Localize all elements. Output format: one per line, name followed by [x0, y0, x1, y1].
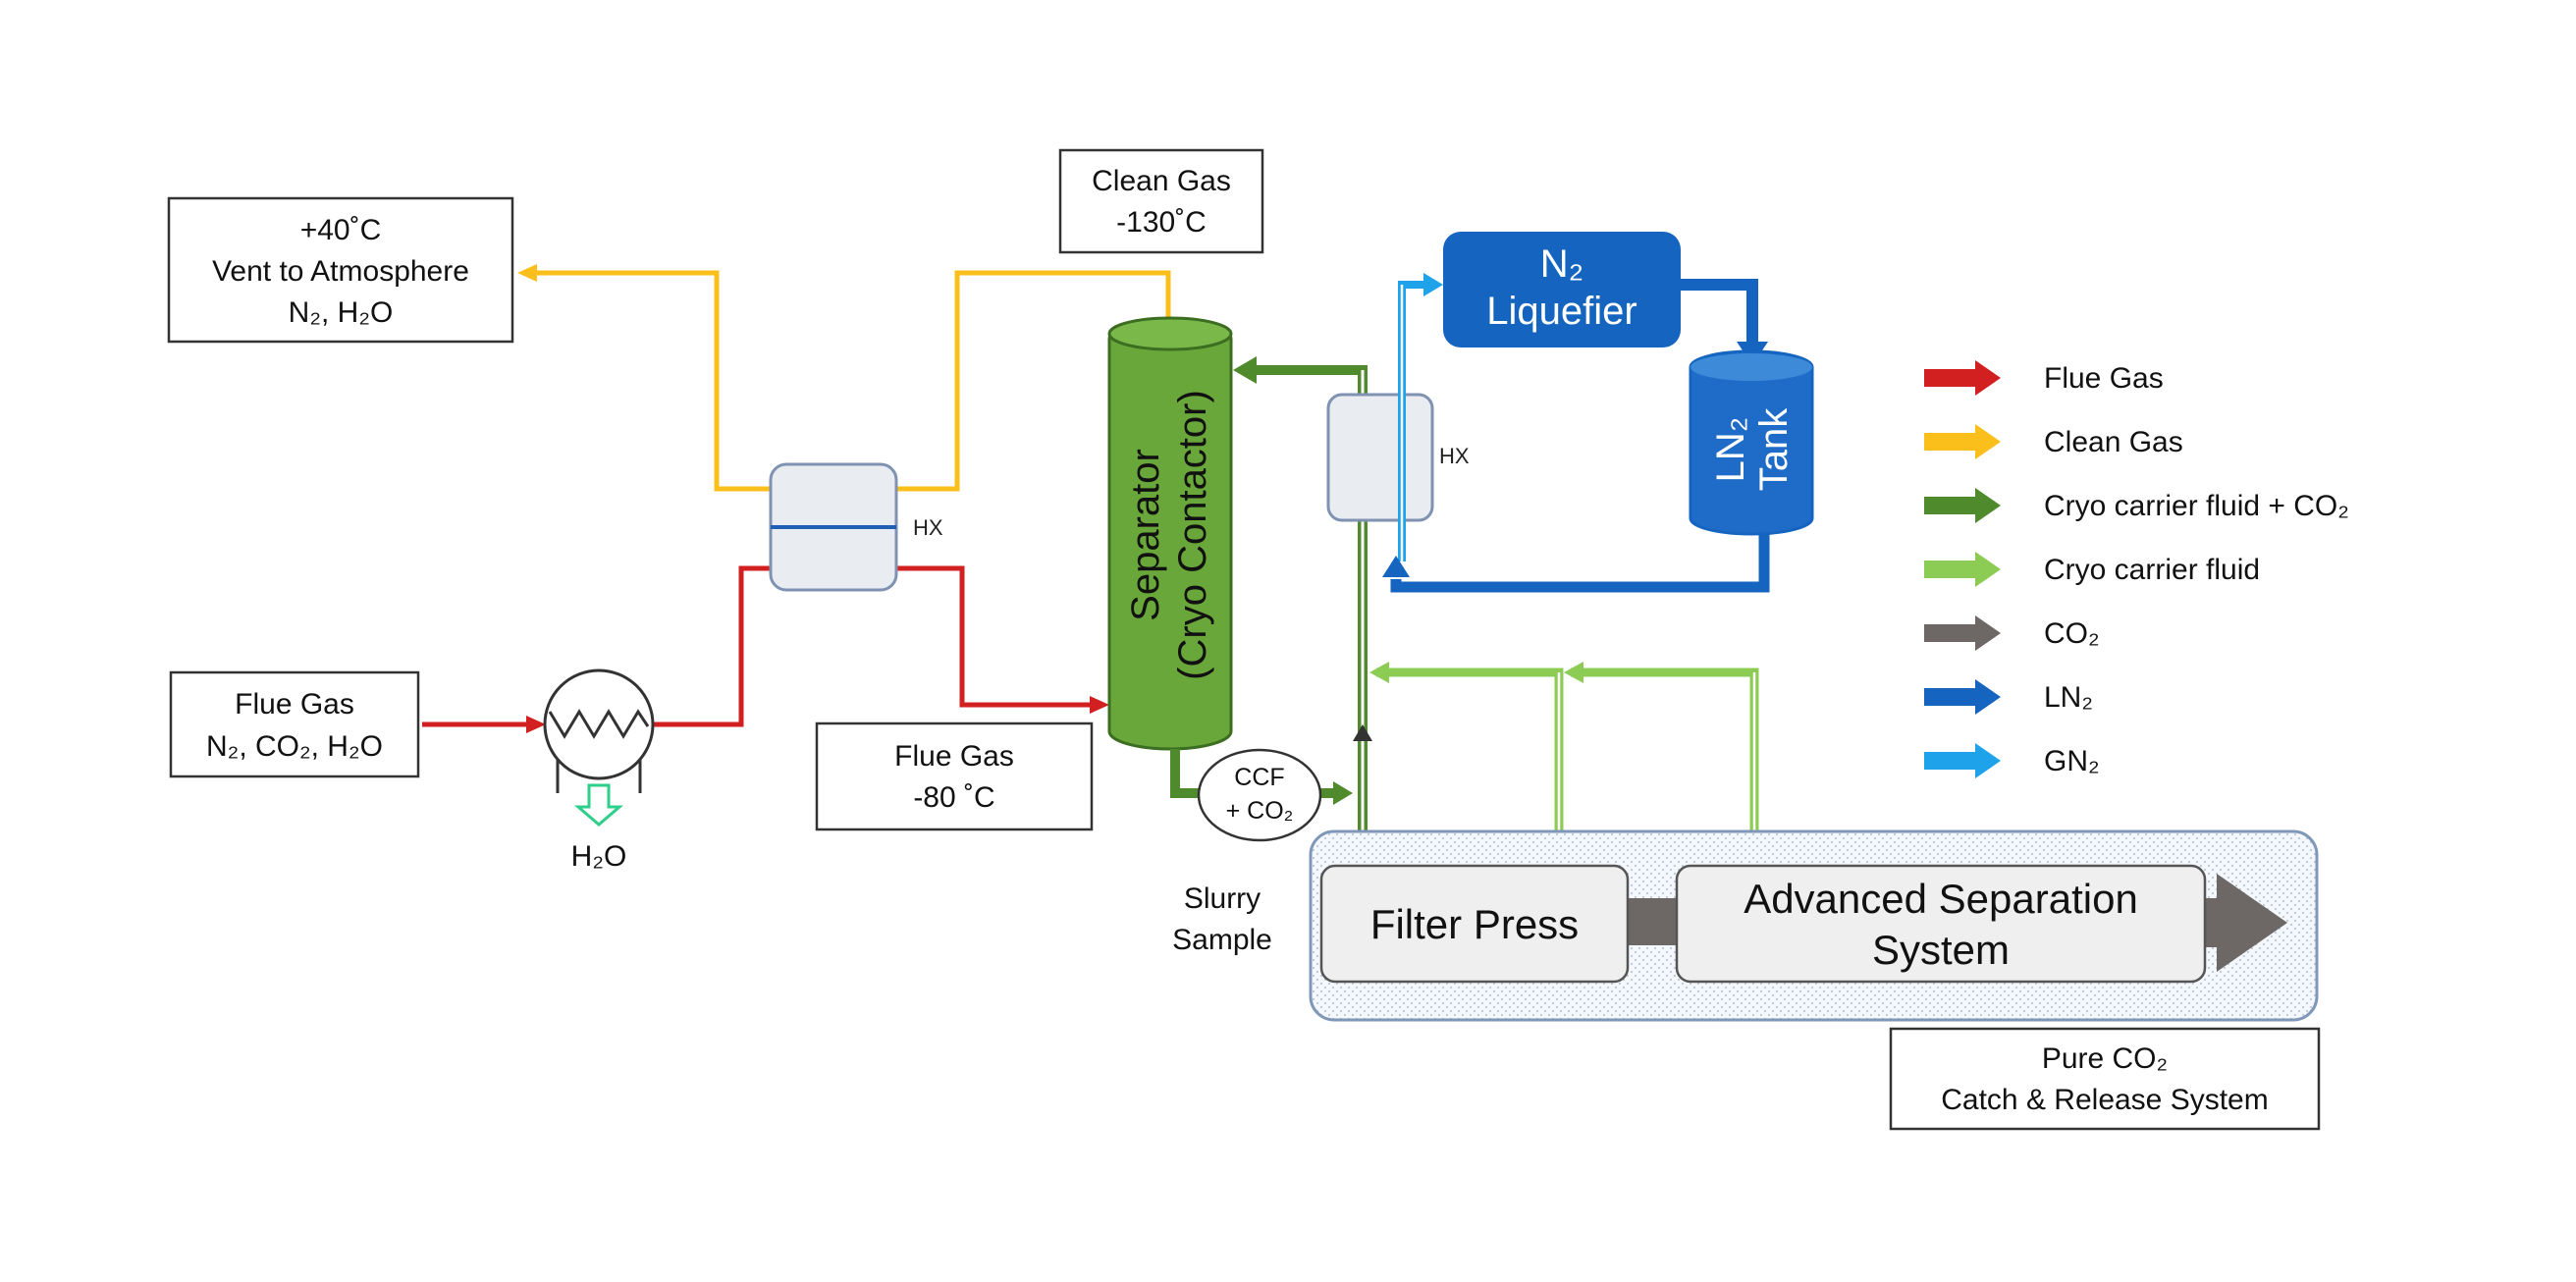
separator-label-line2: (Cryo Contactor)	[1171, 390, 1214, 680]
legend-arrow-1	[1924, 424, 2001, 459]
flue-gas-inlet-line1: Flue Gas	[235, 688, 354, 721]
flue-gas-line-to-separator	[653, 565, 1095, 727]
legend-arrow-3	[1924, 552, 2001, 587]
pure-co2-line2: Catch & Release System	[1941, 1084, 2268, 1116]
legend-label-3: Cryo carrier fluid	[2044, 554, 2260, 586]
adv-sep-line2: System	[1872, 927, 2010, 973]
clean-gas-box	[1058, 148, 1264, 254]
hx-left-label: HX	[913, 515, 943, 540]
separator-label-line1: Separator	[1124, 449, 1167, 621]
tank-label-line2: Tank	[1752, 407, 1796, 491]
adv-sep-line1: Advanced Separation	[1744, 876, 2138, 922]
slurry-arrowhead-up	[1353, 724, 1372, 741]
liquefier-label-line2: Liquefier	[1486, 290, 1637, 333]
ccf-co2-line-separator-bottom	[1170, 749, 1201, 798]
legend-arrow-0	[1924, 360, 2001, 396]
heat-exchanger-right	[1326, 393, 1434, 522]
flue-gas-inlet-line2: N₂, CO₂, H₂O	[206, 730, 383, 763]
slurry-label-line2: Sample	[1172, 924, 1272, 956]
legend-arrow-4	[1924, 615, 2001, 651]
ln2-arrowhead-return	[1382, 556, 1410, 577]
water-out-label: H₂O	[571, 840, 627, 873]
flue-gas-cold-line1: Flue Gas	[894, 740, 1014, 773]
ccf-co2-node	[1197, 748, 1322, 842]
clean-gas-box-line2: -130˚C	[1116, 206, 1207, 239]
condenser	[543, 668, 655, 780]
vent-box-line2: Vent to Atmosphere	[212, 255, 469, 288]
legend-label-5: LN₂	[2044, 681, 2093, 714]
clean-gas-box-line1: Clean Gas	[1092, 165, 1231, 197]
water-out-arrow	[573, 783, 624, 827]
pure-co2-box	[1889, 1027, 2321, 1131]
clean-gas-arrowhead-vent	[517, 264, 537, 282]
filter-press-label: Filter Press	[1370, 901, 1579, 947]
clean-gas-line-to-vent	[535, 270, 1171, 492]
advanced-separation-system	[1675, 864, 2207, 984]
legend-label-4: CO₂	[2044, 617, 2100, 650]
legend-arrow-5	[1924, 679, 2001, 715]
ln2-line-return	[1390, 530, 1770, 593]
legend-label-6: GN₂	[2044, 745, 2100, 777]
liquefier-label-line1: N₂	[1540, 242, 1583, 286]
flue-gas-inlet-box	[169, 670, 420, 778]
gn2-arrowhead-liquefier	[1423, 273, 1443, 296]
legend-label-0: Flue Gas	[2044, 362, 2164, 395]
filter-press	[1319, 864, 1630, 984]
flue-gas-cold-box	[815, 721, 1094, 831]
flue-gas-cold-line2: -80 ˚C	[913, 781, 994, 814]
ccf-co2-arrowhead-right	[1333, 781, 1353, 805]
pure-co2-line1: Pure CO₂	[2042, 1042, 2168, 1075]
ln2-tank	[1689, 349, 1814, 536]
ln2-line-to-tank	[1681, 279, 1758, 346]
legend-arrow-6	[1924, 743, 2001, 778]
n2-liquefier	[1443, 232, 1681, 347]
separator-top	[1107, 316, 1233, 351]
ccf-node-line1: CCF	[1234, 764, 1284, 791]
ccf-co2-arrowhead-separator	[1233, 356, 1257, 384]
co2-connector-filter-to-adv	[1628, 898, 1677, 945]
vent-box	[167, 196, 514, 344]
ccf-arrowhead-1	[1369, 662, 1389, 683]
tank-label-line1: LN₂	[1709, 417, 1752, 483]
hx-right-label: HX	[1439, 444, 1470, 468]
vent-box-line1: +40˚C	[300, 214, 382, 246]
ccf-node-line2: + CO₂	[1226, 797, 1294, 825]
legend-label-2: Cryo carrier fluid + CO₂	[2044, 490, 2349, 522]
ln2-tank-top	[1690, 353, 1812, 381]
legend-label-1: Clean Gas	[2044, 426, 2183, 458]
condenser-coil	[548, 709, 650, 739]
vent-box-line3: N₂, H₂O	[289, 296, 394, 329]
ccf-arrowhead-2	[1564, 662, 1583, 683]
slurry-label-line1: Slurry	[1184, 882, 1261, 915]
co2-output-arrow	[2202, 874, 2287, 972]
legend-arrow-2	[1924, 488, 2001, 523]
flue-gas-arrowhead-cooler	[526, 716, 546, 733]
flue-gas-arrowhead-separator	[1090, 696, 1109, 714]
